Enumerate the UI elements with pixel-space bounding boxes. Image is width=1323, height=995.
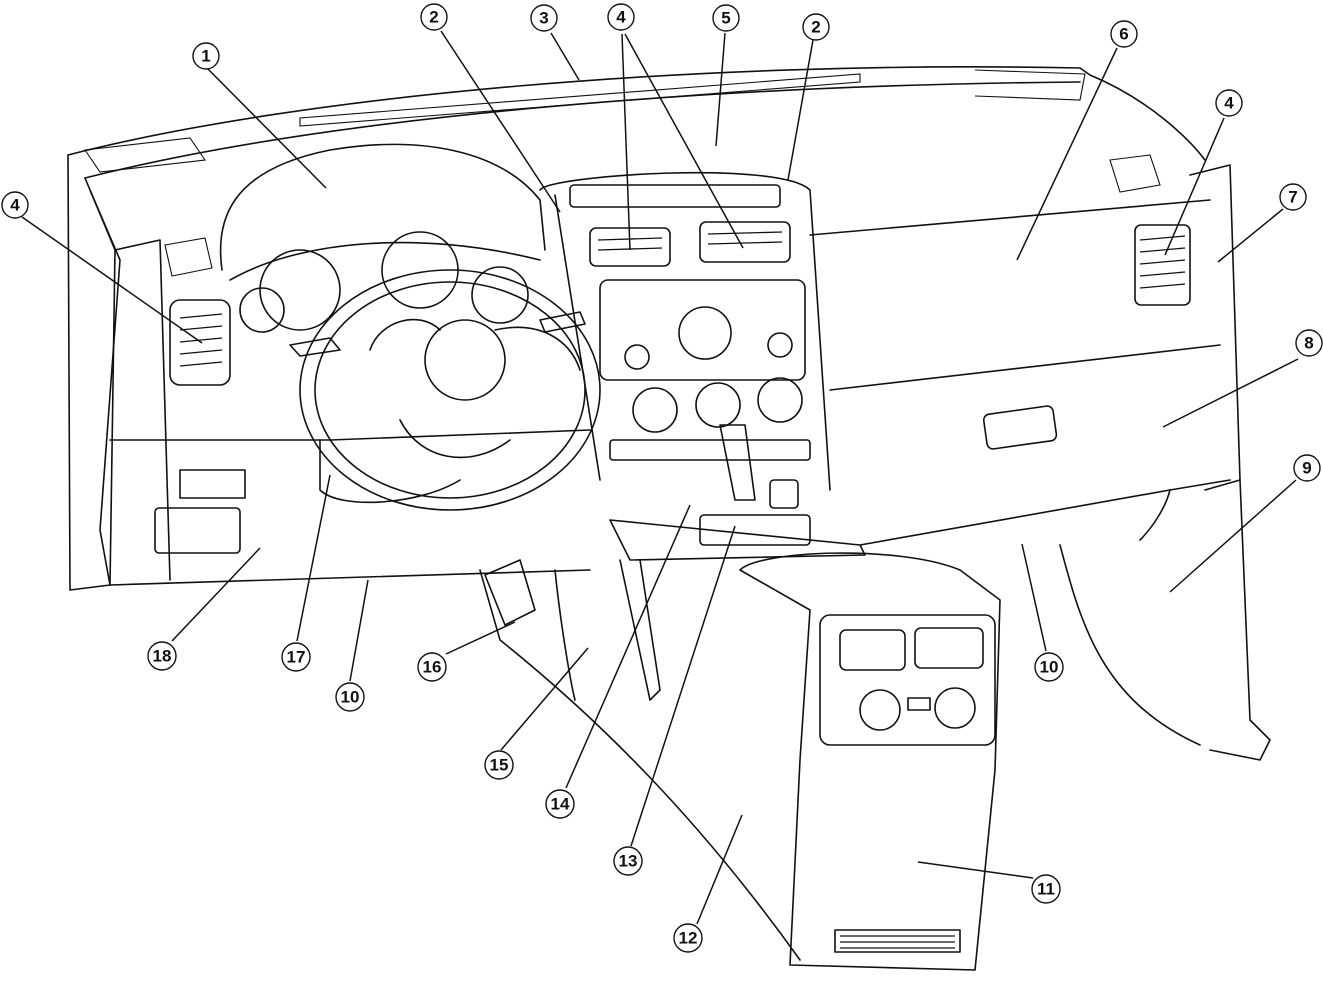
svg-text:6: 6 [1119, 25, 1128, 44]
callout-1: 1 [192, 42, 220, 70]
callout-10-right: 10 [1034, 652, 1064, 682]
leader-line [440, 30, 561, 213]
svg-text:4: 4 [10, 196, 20, 215]
leader-line [565, 504, 691, 789]
svg-text:5: 5 [721, 9, 730, 28]
callout-2-left: 2 [420, 3, 448, 31]
svg-text:15: 15 [490, 756, 509, 775]
leader-line [621, 33, 631, 251]
svg-text:11: 11 [1037, 880, 1055, 899]
callout-11: 11 [1031, 874, 1061, 904]
svg-text:13: 13 [619, 852, 638, 871]
svg-text:4: 4 [616, 8, 626, 27]
leader-line [630, 525, 736, 847]
leader-line [205, 66, 327, 189]
callout-18: 18 [147, 641, 177, 671]
callout-17: 17 [281, 642, 311, 672]
callout-8: 8 [1295, 329, 1323, 357]
leader-line [445, 621, 516, 655]
svg-text:3: 3 [539, 9, 548, 28]
leader-line [1217, 208, 1284, 263]
callout-4-centre: 4 [607, 3, 635, 31]
callout-4-right: 4 [1215, 89, 1243, 117]
callout-12: 12 [673, 923, 703, 953]
leader-line [349, 579, 369, 682]
leader-line [500, 647, 589, 751]
svg-text:8: 8 [1304, 334, 1313, 353]
svg-text:4: 4 [1224, 94, 1234, 113]
leader-line [21, 216, 203, 344]
svg-text:10: 10 [1040, 658, 1059, 677]
leader-line [1016, 47, 1118, 261]
callout-5: 5 [712, 4, 740, 32]
leader-line [1164, 117, 1225, 256]
callout-16: 16 [417, 652, 447, 682]
leader-line [296, 474, 331, 642]
callout-13: 13 [613, 846, 643, 876]
svg-text:18: 18 [153, 647, 172, 666]
callout-10-left: 10 [335, 682, 365, 712]
callout-14: 14 [545, 789, 575, 819]
dashboard-line-art [67, 66, 1271, 971]
svg-text:2: 2 [811, 18, 820, 37]
leader-lines [21, 30, 1299, 925]
leader-line [171, 547, 261, 642]
callout-4-left: 4 [1, 191, 29, 219]
callouts: 1 2 3 4 5 2 6 4 4 7 8 9 [1, 3, 1323, 953]
svg-text:9: 9 [1302, 459, 1311, 478]
leader-line [1021, 543, 1047, 652]
callout-9: 9 [1293, 454, 1321, 482]
leader-line [917, 861, 1034, 879]
callout-2-right: 2 [802, 13, 830, 41]
svg-text:17: 17 [287, 648, 306, 667]
svg-text:14: 14 [551, 795, 570, 814]
callout-3: 3 [530, 4, 558, 32]
leader-line [696, 814, 743, 925]
leader-line [1162, 358, 1299, 428]
svg-text:1: 1 [201, 47, 210, 66]
leader-line [550, 32, 580, 81]
callout-15: 15 [484, 750, 514, 780]
svg-text:12: 12 [679, 929, 698, 948]
svg-text:10: 10 [341, 688, 360, 707]
leader-line [1169, 479, 1297, 593]
svg-text:7: 7 [1288, 188, 1297, 207]
leader-line [624, 33, 744, 249]
svg-text:2: 2 [429, 8, 438, 27]
callout-7: 7 [1279, 183, 1307, 211]
svg-text:16: 16 [423, 658, 442, 677]
callout-6: 6 [1110, 20, 1138, 48]
leader-line [787, 39, 814, 181]
leader-line [715, 32, 726, 147]
